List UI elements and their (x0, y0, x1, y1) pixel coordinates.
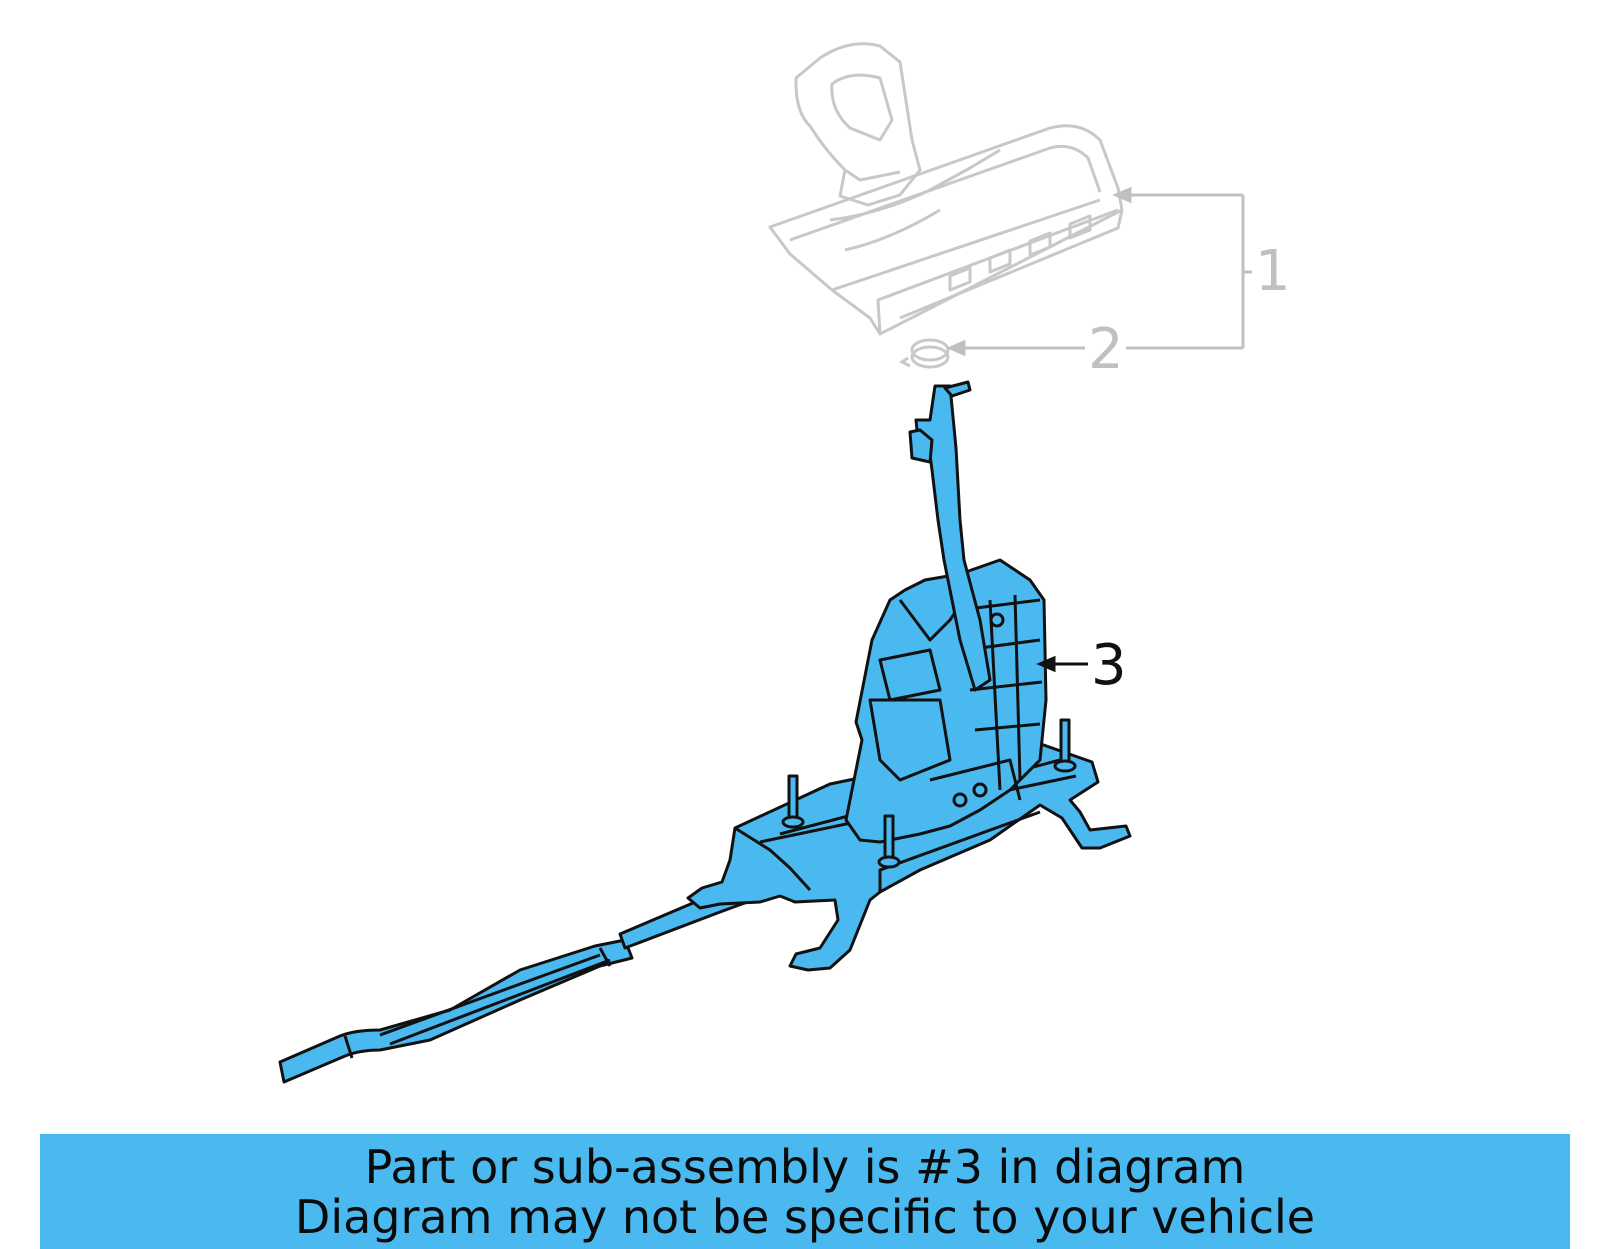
stud-bolt-left (781, 774, 805, 829)
part-info-banner: Part or sub-assembly is #3 in diagram Di… (40, 1134, 1570, 1249)
banner-line-disclaimer: Diagram may not be specific to your vehi… (294, 1190, 1316, 1244)
callout-leader-2 (946, 339, 1243, 357)
clip-ghost (899, 338, 950, 369)
banner-line-part-number: Part or sub-assembly is #3 in diagram (364, 1140, 1246, 1194)
shifter-assembly-part-3 (278, 380, 1132, 1084)
callout-leader-3 (1036, 655, 1088, 673)
callout-leader-1 (1112, 186, 1252, 348)
callout-number-1: 1 (1255, 239, 1291, 304)
callout-number-3: 3 (1091, 633, 1127, 698)
stud-bolt-right (1053, 718, 1077, 773)
shift-console-bezel-ghost (768, 42, 1124, 336)
callout-number-2: 2 (1088, 317, 1124, 382)
stud-bolt-center (877, 814, 901, 869)
